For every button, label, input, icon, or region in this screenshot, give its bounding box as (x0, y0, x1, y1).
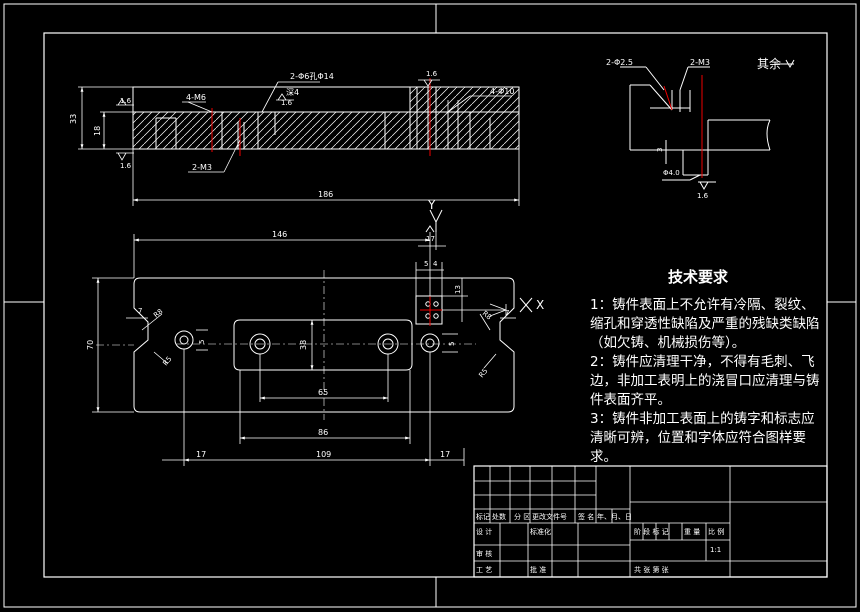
tb-review: 审 核 (476, 549, 492, 558)
label-y: Y (427, 198, 436, 212)
dim-4: 4 (433, 260, 438, 268)
tb-scale-val: 1:1 (710, 546, 721, 554)
label-4m6: 4-M6 (186, 93, 206, 102)
dim-70: 70 (86, 340, 95, 350)
label-4phi10: 4-Φ10 (490, 87, 514, 96)
rough-16a: 1.6 (120, 97, 132, 105)
label-depth: 深4 (286, 88, 299, 97)
tb-stage-mark: 阶 段 标 记 (634, 527, 669, 536)
dim-13: 13 (454, 285, 462, 294)
section-dimensions (78, 79, 520, 206)
title-block-grid (473, 465, 828, 578)
rough-16d: 1.6 (426, 70, 438, 78)
tb-count: 处数 (492, 512, 506, 521)
tb-approve: 批 准 (530, 565, 546, 574)
dim-109: 109 (316, 450, 331, 459)
axis-marks (425, 209, 533, 313)
tb-design: 设 计 (476, 527, 492, 536)
tb-date: 年、月、日 (597, 512, 632, 521)
label-2m3-top: 2-M3 (192, 163, 212, 172)
tb-mark: 标记 (476, 512, 490, 521)
label-2phi25: 2-Φ2.5 (606, 58, 633, 67)
rough-16-detail: 1.6 (697, 192, 709, 200)
dim-7-left: 7 (138, 307, 142, 315)
dim-detail-bottom: Φ4.0 (663, 169, 680, 177)
rough-16c: 1.6 (281, 99, 293, 107)
tb-sign: 签 名 (578, 512, 594, 521)
tb-zone: 分 区 (514, 512, 530, 521)
title-block-text: 标记 处数 分 区 更改文件号 签 名 年、月、日 设 计 标准化 阶 段 标 … (476, 512, 724, 574)
tb-weight: 重 量 (684, 528, 700, 536)
dim-5-left: 5 (198, 340, 206, 344)
plan-centerlines (96, 270, 476, 420)
dim-r8-right: R8 (481, 309, 493, 321)
detail-view (620, 59, 795, 191)
tech-requirements: 1：铸件表面上不允许有冷隔、裂纹、缩孔和穿透性缺陷及严重的残缺类缺陷（如欠铸、机… (590, 296, 822, 467)
dim-33: 33 (69, 114, 78, 124)
dim-detail-3: 3 (656, 148, 664, 152)
dim-7-right: 7 (505, 309, 509, 317)
tb-scale: 比 例 (708, 527, 724, 536)
label-x: X (536, 298, 544, 312)
tb-docno: 更改文件号 (532, 512, 567, 521)
dim-r8-left: R8 (152, 307, 164, 319)
dim-146: 146 (272, 230, 287, 239)
tb-standard: 标准化 (530, 527, 551, 536)
outer-frame (3, 3, 857, 608)
rough-16b: 1.6 (120, 162, 132, 170)
dim-5-right: 5 (448, 342, 456, 346)
tech-title: 技术要求 (668, 268, 729, 286)
dim-17-top: 17 (426, 235, 435, 243)
dim-17-right: 17 (440, 450, 450, 459)
dim-r5-left: R5 (161, 355, 173, 367)
label-2m3-detail: 2-M3 (690, 58, 710, 67)
tech-item-1: 1：铸件表面上不允许有冷隔、裂纹、缩孔和穿透性缺陷及严重的残缺类缺陷（如欠铸、机… (590, 297, 820, 351)
label-rest: 其余 (757, 56, 781, 71)
tech-item-3: 3：铸件非加工表面上的铸字和标志应清晰可辨，位置和字体应符合图样要求。 (590, 411, 815, 465)
dim-18: 18 (93, 126, 102, 136)
tb-process: 工 艺 (476, 566, 492, 574)
dim-17-left: 17 (196, 450, 206, 459)
plan-dimensions (92, 232, 516, 466)
dim-r5-right: R5 (477, 367, 489, 379)
label-2phi6: 2-Φ6孔Φ14 (290, 72, 334, 81)
dim-5: 5 (424, 260, 428, 268)
dim-86: 86 (318, 428, 328, 437)
center-marks (4, 4, 856, 607)
section-view (132, 78, 520, 156)
tech-item-2: 2：铸件应清理干净，不得有毛刺、飞边，非加工表明上的浇冒口应清理与铸件表面齐平。 (590, 354, 820, 408)
tb-sheets: 共 张 第 张 (634, 565, 669, 574)
dim-186: 186 (318, 190, 333, 199)
dim-65: 65 (318, 388, 328, 397)
dim-38: 38 (299, 340, 308, 350)
